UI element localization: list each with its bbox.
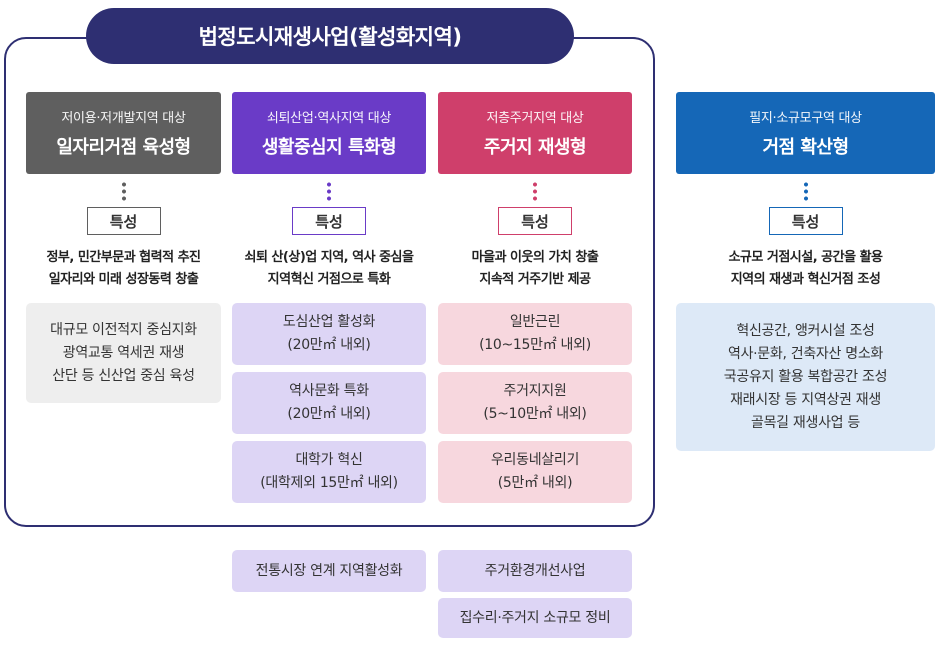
program-line: (5~10만㎡ 내외): [483, 406, 587, 422]
program-line: 광역교통 역세권 재생: [62, 344, 185, 361]
diagram-title: 법정도시재생사업(활성화지역): [86, 8, 574, 64]
program-line: (20만㎡ 내외): [287, 406, 371, 422]
program-box: 우리동네살리기 (5만㎡ 내외): [438, 441, 632, 503]
program-line: 대규모 이전적지 중심지화: [50, 321, 197, 338]
connector-dots: [327, 181, 331, 201]
connector-dots: [533, 181, 537, 201]
related-program-box: 전통시장 연계 지역활성화: [232, 550, 426, 592]
feature-badge: 특성: [498, 207, 572, 235]
type-target: 필지·소규모구역 대상: [749, 111, 862, 126]
description-line: 지역혁신 거점으로 특화: [267, 272, 391, 287]
description-line: 일자리와 미래 성장동력 창출: [48, 272, 199, 287]
program-line: 우리동네살리기: [490, 452, 580, 468]
program-box: 도심산업 활성화 (20만㎡ 내외): [232, 303, 426, 365]
program-line: 일반근린: [509, 314, 561, 330]
description-line: 정부, 민간부문과 협력적 추진: [46, 250, 201, 265]
type-target: 저이용·저개발지역 대상: [61, 111, 186, 126]
related-program-box: 주거환경개선사업: [438, 550, 632, 592]
related-program-box: 집수리·주거지 소규모 정비: [438, 598, 632, 638]
program-line: 대학가 혁신: [295, 452, 363, 468]
type-target: 저층주거지역 대상: [486, 111, 584, 126]
description-line: 소규모 거점시설, 공간을 활용: [728, 250, 883, 265]
program-line: 국공유지 활용 복합공간 조성: [723, 368, 888, 385]
program-box: 주거지지원 (5~10만㎡ 내외): [438, 372, 632, 434]
program-line: 도심산업 활성화: [282, 314, 376, 330]
program-line: (대학제외 15만㎡ 내외): [260, 475, 398, 491]
feature-badge: 특성: [768, 207, 843, 235]
program-line: (10~15만㎡ 내외): [479, 337, 591, 353]
program-line: 주거지지원: [503, 383, 567, 399]
feature-badge: 특성: [86, 207, 161, 235]
program-line: 산단 등 신산업 중심 육성: [52, 367, 195, 384]
type-name: 거점 확산형: [762, 137, 849, 158]
program-box: 일반근린 (10~15만㎡ 내외): [438, 303, 632, 365]
program-line: 골목길 재생사업 등: [751, 414, 860, 431]
program-box: 대학가 혁신 (대학제외 15만㎡ 내외): [232, 441, 426, 503]
program-line: 재래시장 등 지역상권 재생: [730, 391, 881, 408]
type-name: 일자리거점 육성형: [56, 137, 191, 158]
description-line: 지속적 거주기반 제공: [479, 272, 591, 287]
program-line: 혁신공간, 앵커시설 조성: [736, 322, 875, 339]
type-name: 생활중심지 특화형: [261, 137, 397, 158]
description-line: 마을과 이웃의 가치 창출: [471, 250, 599, 265]
type-name: 주거지 재생형: [483, 137, 587, 158]
program-line: (5만㎡ 내외): [497, 475, 573, 491]
connector-dots: [121, 181, 126, 201]
program-line: 역사문화 특화: [289, 383, 369, 399]
description-line: 쇠퇴 산(상)업 지역, 역사 중심을: [244, 250, 414, 265]
program-line: 역사·문화, 건축자산 명소화: [728, 345, 883, 362]
connector-dots: [803, 181, 808, 201]
description-line: 지역의 재생과 혁신거점 조성: [730, 272, 881, 287]
program-line: (20만㎡ 내외): [287, 337, 371, 353]
feature-badge: 특성: [292, 207, 366, 235]
program-box: 역사문화 특화 (20만㎡ 내외): [232, 372, 426, 434]
type-target: 쇠퇴산업·역사지역 대상: [266, 111, 392, 126]
